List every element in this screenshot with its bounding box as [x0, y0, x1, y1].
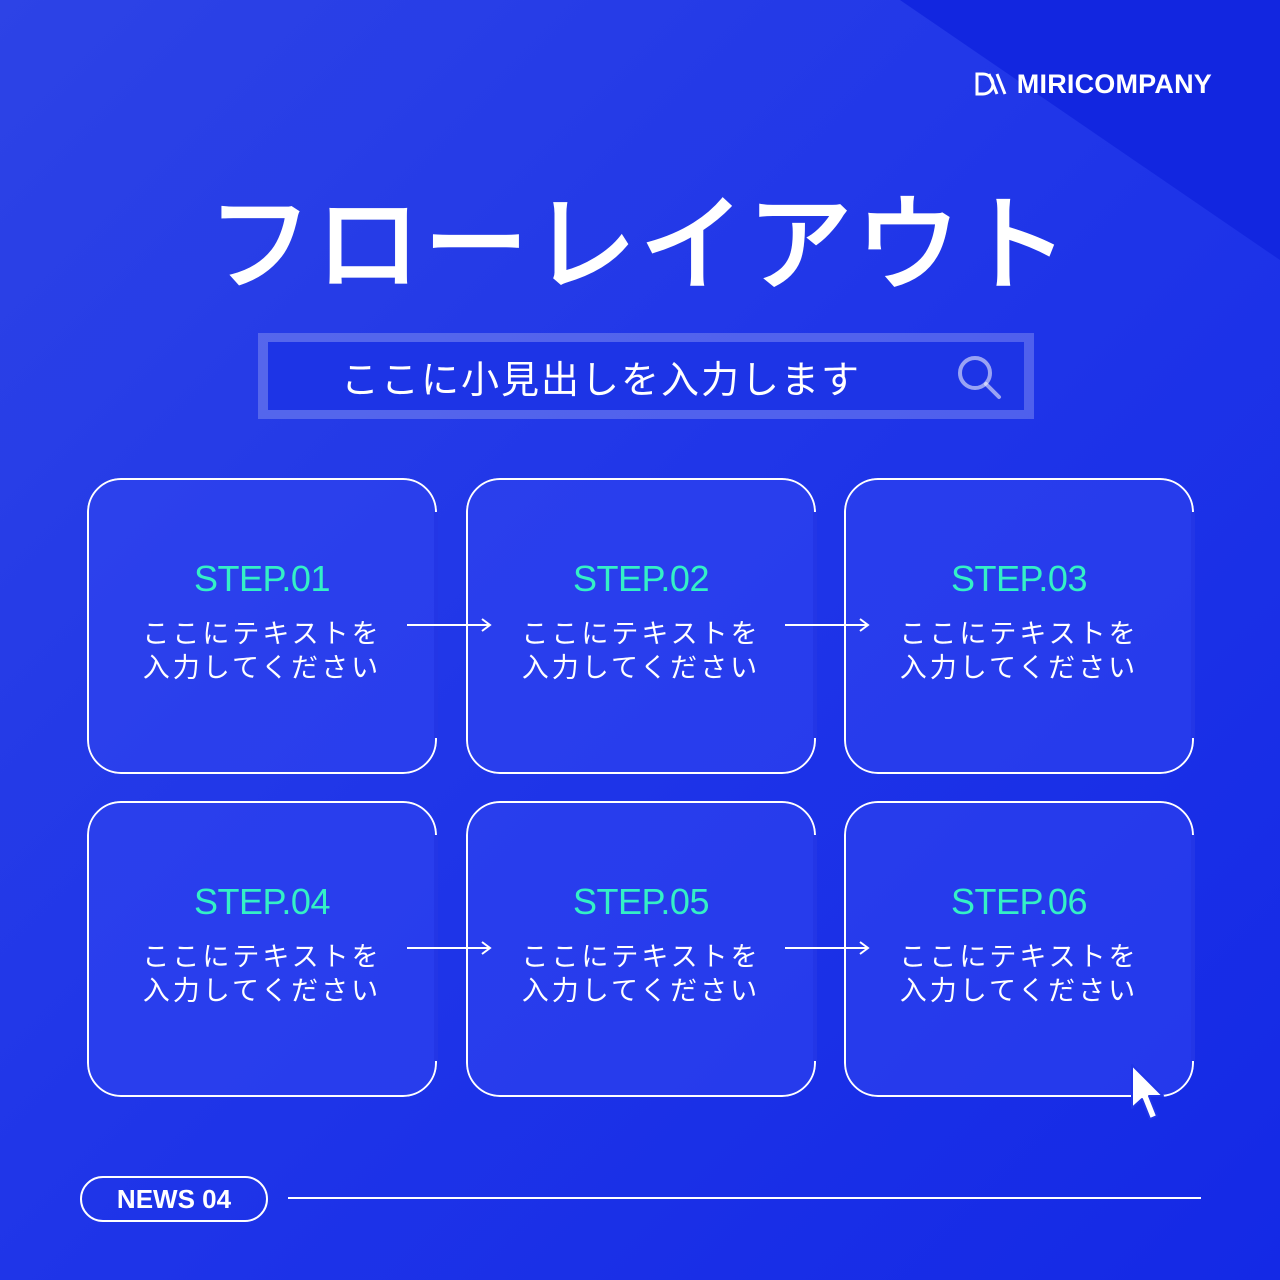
step-text: ここにテキストを 入力してください	[521, 619, 761, 684]
step-card-4: STEP.04 ここにテキストを 入力してください	[87, 801, 437, 1097]
step-label: STEP.04	[194, 881, 330, 922]
step-text: ここにテキストを 入力してください	[899, 942, 1139, 1007]
step-text: ここにテキストを 入力してください	[142, 942, 382, 1007]
arrow-right-icon	[785, 618, 870, 632]
miri-logo-icon	[975, 72, 1007, 96]
step-label: STEP.03	[951, 558, 1087, 599]
arrow-right-icon	[785, 941, 870, 955]
search-inner: ここに小見出しを入力します	[268, 342, 1024, 410]
cursor-pointer-icon	[1131, 1064, 1164, 1120]
page-title: フローレイアウト	[207, 184, 1072, 306]
step-card-1: STEP.01 ここにテキストを 入力してください	[87, 478, 437, 774]
brand-name: MIRICOMPANY	[1016, 68, 1212, 99]
arrow-right-icon	[407, 941, 492, 955]
footer-divider	[288, 1197, 1201, 1199]
step-text: ここにテキストを 入力してください	[142, 619, 382, 684]
brand: MIRICOMPANY	[975, 66, 1212, 102]
arrow-right-icon	[407, 618, 492, 632]
step-label: STEP.02	[573, 558, 709, 599]
step-label: STEP.05	[573, 881, 709, 922]
step-text: ここにテキストを 入力してください	[899, 619, 1139, 684]
search-box[interactable]: ここに小見出しを入力します	[258, 333, 1034, 419]
search-icon[interactable]	[954, 352, 1004, 402]
news-badge: NEWS 04	[80, 1176, 268, 1222]
search-text: ここに小見出しを入力します	[340, 357, 861, 402]
step-label: STEP.06	[951, 881, 1087, 922]
step-card-3: STEP.03 ここにテキストを 入力してください	[844, 478, 1194, 774]
step-label: STEP.01	[194, 558, 330, 599]
step-text: ここにテキストを 入力してください	[521, 942, 761, 1007]
card-notch	[1191, 835, 1195, 1061]
step-card-5: STEP.05 ここにテキストを 入力してください	[466, 801, 816, 1097]
step-card-2: STEP.02 ここにテキストを 入力してください	[466, 478, 816, 774]
card-notch	[1191, 512, 1195, 738]
step-card-6: STEP.06 ここにテキストを 入力してください	[844, 801, 1194, 1097]
